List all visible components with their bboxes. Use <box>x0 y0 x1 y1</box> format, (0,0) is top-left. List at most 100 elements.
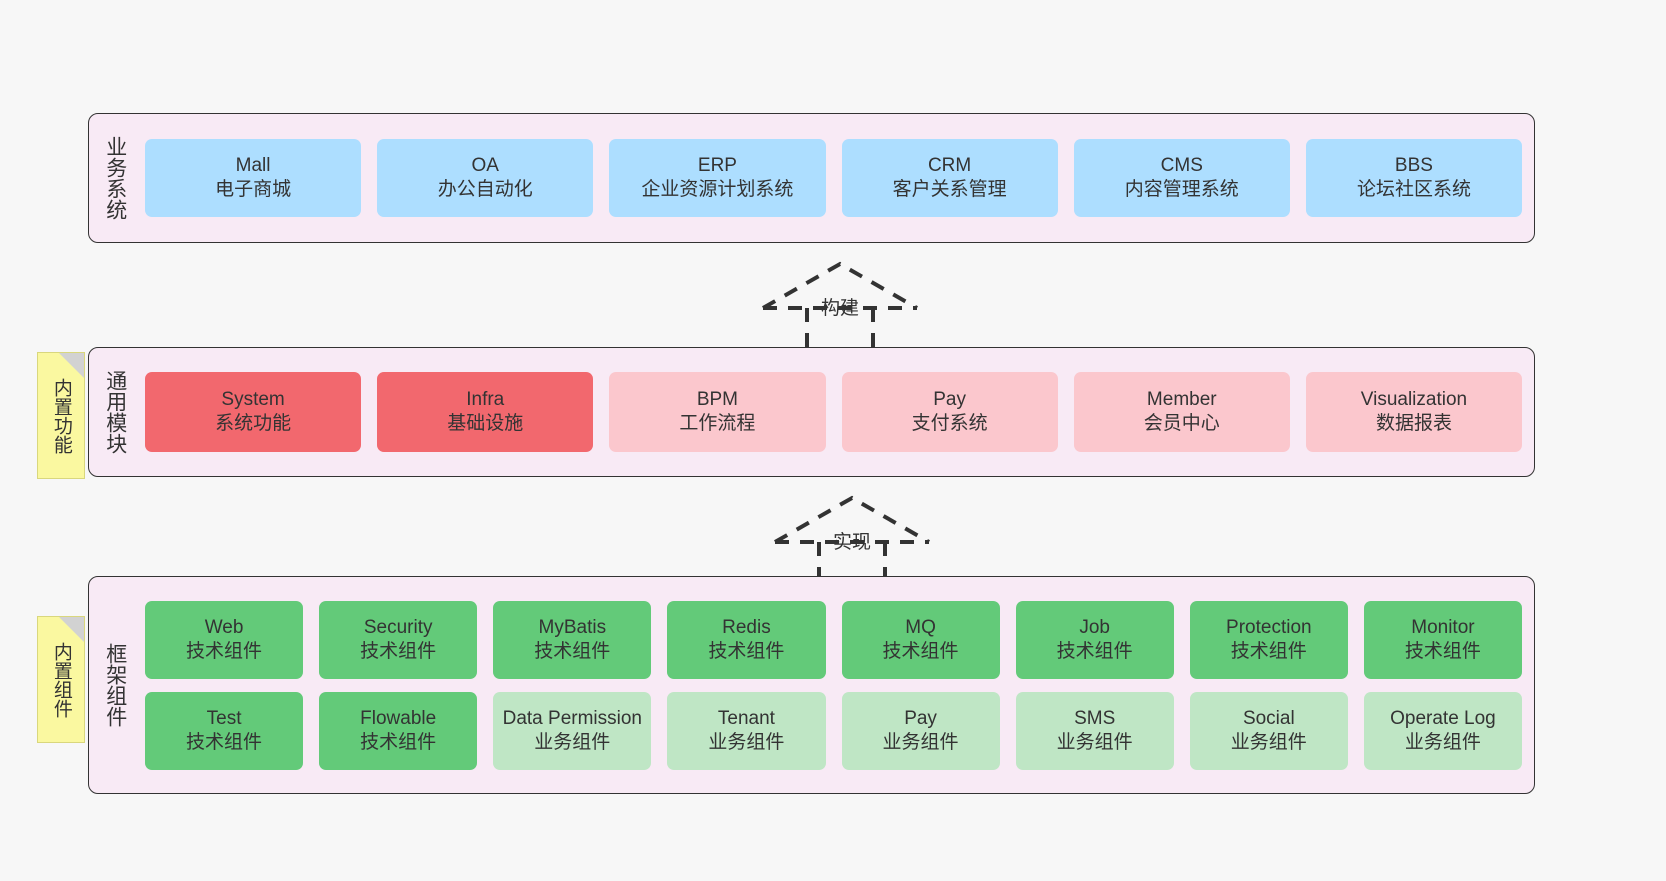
node-subtitle: 基础设施 <box>447 413 524 434</box>
node-title: CMS <box>1160 155 1203 177</box>
node-mq[interactable]: MQ 技术组件 <box>841 600 1000 679</box>
page-fold-icon <box>59 353 84 378</box>
node-title: MyBatis <box>538 616 607 638</box>
layer-title-general-modules: 通用模块 <box>103 370 127 454</box>
page-fold-icon <box>59 617 84 642</box>
node-subtitle: 支付系统 <box>911 413 988 434</box>
layer-business-system[interactable]: 业务系统 Mall 电子商城 OA 办公自动化 ERP 企业资源计划系统 CRM… <box>88 113 1535 243</box>
node-system[interactable]: System 系统功能 <box>145 372 362 452</box>
layer-general-modules[interactable]: 通用模块 System 系统功能 Infra 基础设施 BPM 工作流程 Pay… <box>88 347 1535 477</box>
node-subtitle: 技术组件 <box>1056 640 1133 662</box>
node-test[interactable]: Test 技术组件 <box>145 691 304 770</box>
node-title: ERP <box>697 155 737 177</box>
node-subtitle: 技术组件 <box>534 640 611 662</box>
node-title: Protection <box>1226 616 1312 638</box>
node-title: Infra <box>466 389 505 411</box>
layer-framework-components[interactable]: 框架组件 Web 技术组件 Security 技术组件 MyBatis 技术组件… <box>88 576 1535 794</box>
node-subtitle: 业务组件 <box>882 731 959 753</box>
note-label: 内置功能 <box>50 377 72 454</box>
connector-build: 构建 <box>760 258 920 352</box>
node-redis[interactable]: Redis 技术组件 <box>667 600 826 679</box>
node-cms[interactable]: CMS 内容管理系统 <box>1073 139 1290 217</box>
node-title: SMS <box>1074 707 1116 729</box>
node-title: Operate Log <box>1390 707 1496 729</box>
node-title: Social <box>1242 707 1295 729</box>
node-sms[interactable]: SMS 业务组件 <box>1015 691 1174 770</box>
node-title: Web <box>204 616 244 638</box>
node-row: System 系统功能 Infra 基础设施 BPM 工作流程 Pay 支付系统… <box>145 372 1523 452</box>
node-pay-component[interactable]: Pay 业务组件 <box>841 691 1000 770</box>
connector-label-build: 构建 <box>820 298 860 319</box>
node-subtitle: 技术组件 <box>1230 640 1307 662</box>
node-subtitle: 技术组件 <box>360 731 437 753</box>
node-title: OA <box>471 155 499 177</box>
connector-implement: 实现 <box>772 492 932 586</box>
node-title: CRM <box>927 155 972 177</box>
layer-body-business-system: Mall 电子商城 OA 办公自动化 ERP 企业资源计划系统 CRM 客户关系… <box>141 114 1534 242</box>
node-subtitle: 业务组件 <box>534 731 611 753</box>
node-tenant[interactable]: Tenant 业务组件 <box>667 691 826 770</box>
node-subtitle: 技术组件 <box>186 640 263 662</box>
node-title: System <box>221 389 285 411</box>
node-subtitle: 客户关系管理 <box>892 179 1007 200</box>
node-subtitle: 系统功能 <box>215 413 292 434</box>
node-subtitle: 业务组件 <box>1230 731 1307 753</box>
node-subtitle: 技术组件 <box>186 731 263 753</box>
node-title: Monitor <box>1411 616 1475 638</box>
node-infra[interactable]: Infra 基础设施 <box>377 372 594 452</box>
node-subtitle: 办公自动化 <box>437 179 533 200</box>
node-subtitle: 业务组件 <box>1056 731 1133 753</box>
node-subtitle: 技术组件 <box>1404 640 1481 662</box>
layer-body-general-modules: System 系统功能 Infra 基础设施 BPM 工作流程 Pay 支付系统… <box>141 348 1534 476</box>
node-web[interactable]: Web 技术组件 <box>145 600 304 679</box>
node-title: Test <box>206 707 242 729</box>
node-erp[interactable]: ERP 企业资源计划系统 <box>609 139 826 217</box>
node-bbs[interactable]: BBS 论坛社区系统 <box>1305 139 1523 217</box>
node-subtitle: 业务组件 <box>708 731 785 753</box>
node-title: Pay <box>933 389 966 411</box>
node-row: Mall 电子商城 OA 办公自动化 ERP 企业资源计划系统 CRM 客户关系… <box>145 139 1523 217</box>
layer-body-framework-components: Web 技术组件 Security 技术组件 MyBatis 技术组件 Redi… <box>141 577 1534 793</box>
node-monitor[interactable]: Monitor 技术组件 <box>1363 600 1522 679</box>
note-builtin-components[interactable]: 内置组件 <box>37 616 85 743</box>
node-social[interactable]: Social 业务组件 <box>1189 691 1348 770</box>
node-subtitle: 技术组件 <box>882 640 959 662</box>
node-member[interactable]: Member 会员中心 <box>1073 372 1290 452</box>
node-subtitle: 论坛社区系统 <box>1356 179 1471 200</box>
node-crm[interactable]: CRM 客户关系管理 <box>841 139 1058 217</box>
node-row: Test 技术组件 Flowable 技术组件 Data Permission … <box>145 691 1522 770</box>
node-subtitle: 电子商城 <box>215 179 292 200</box>
node-title: BBS <box>1394 155 1433 177</box>
note-label: 内置组件 <box>50 641 72 718</box>
node-title: Mall <box>235 155 271 177</box>
node-mall[interactable]: Mall 电子商城 <box>145 139 362 217</box>
node-mybatis[interactable]: MyBatis 技术组件 <box>493 600 652 679</box>
node-title: MQ <box>905 616 936 638</box>
node-title: BPM <box>696 389 739 411</box>
node-data-permission[interactable]: Data Permission 业务组件 <box>493 691 652 770</box>
node-title: Job <box>1079 616 1110 638</box>
node-security[interactable]: Security 技术组件 <box>319 600 478 679</box>
node-visualization[interactable]: Visualization 数据报表 <box>1305 372 1523 452</box>
node-title: Pay <box>904 707 937 729</box>
node-title: Security <box>363 616 433 638</box>
node-subtitle: 技术组件 <box>360 640 437 662</box>
node-subtitle: 技术组件 <box>708 640 785 662</box>
node-title: Tenant <box>717 707 775 729</box>
node-flowable[interactable]: Flowable 技术组件 <box>319 691 478 770</box>
node-subtitle: 数据报表 <box>1375 413 1452 434</box>
layer-title-framework-components: 框架组件 <box>103 643 127 727</box>
node-bpm[interactable]: BPM 工作流程 <box>609 372 826 452</box>
node-job[interactable]: Job 技术组件 <box>1015 600 1174 679</box>
node-pay[interactable]: Pay 支付系统 <box>841 372 1058 452</box>
node-title: Member <box>1146 389 1217 411</box>
node-operate-log[interactable]: Operate Log 业务组件 <box>1363 691 1522 770</box>
node-subtitle: 会员中心 <box>1143 413 1220 434</box>
node-subtitle: 工作流程 <box>679 413 756 434</box>
node-title: Flowable <box>360 707 437 729</box>
node-oa[interactable]: OA 办公自动化 <box>377 139 594 217</box>
connector-label-implement: 实现 <box>832 532 872 553</box>
node-protection[interactable]: Protection 技术组件 <box>1189 600 1348 679</box>
note-builtin-features[interactable]: 内置功能 <box>37 352 85 479</box>
